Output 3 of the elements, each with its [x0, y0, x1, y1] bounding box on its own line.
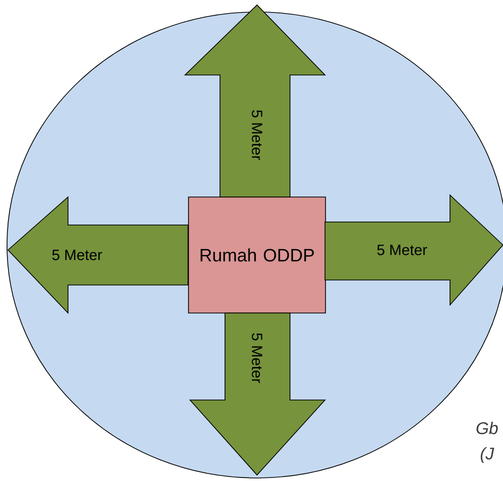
house-box: Rumah ODDP	[188, 196, 326, 314]
caption-text: (J	[480, 447, 494, 463]
caption-text: Gb	[476, 422, 498, 434]
